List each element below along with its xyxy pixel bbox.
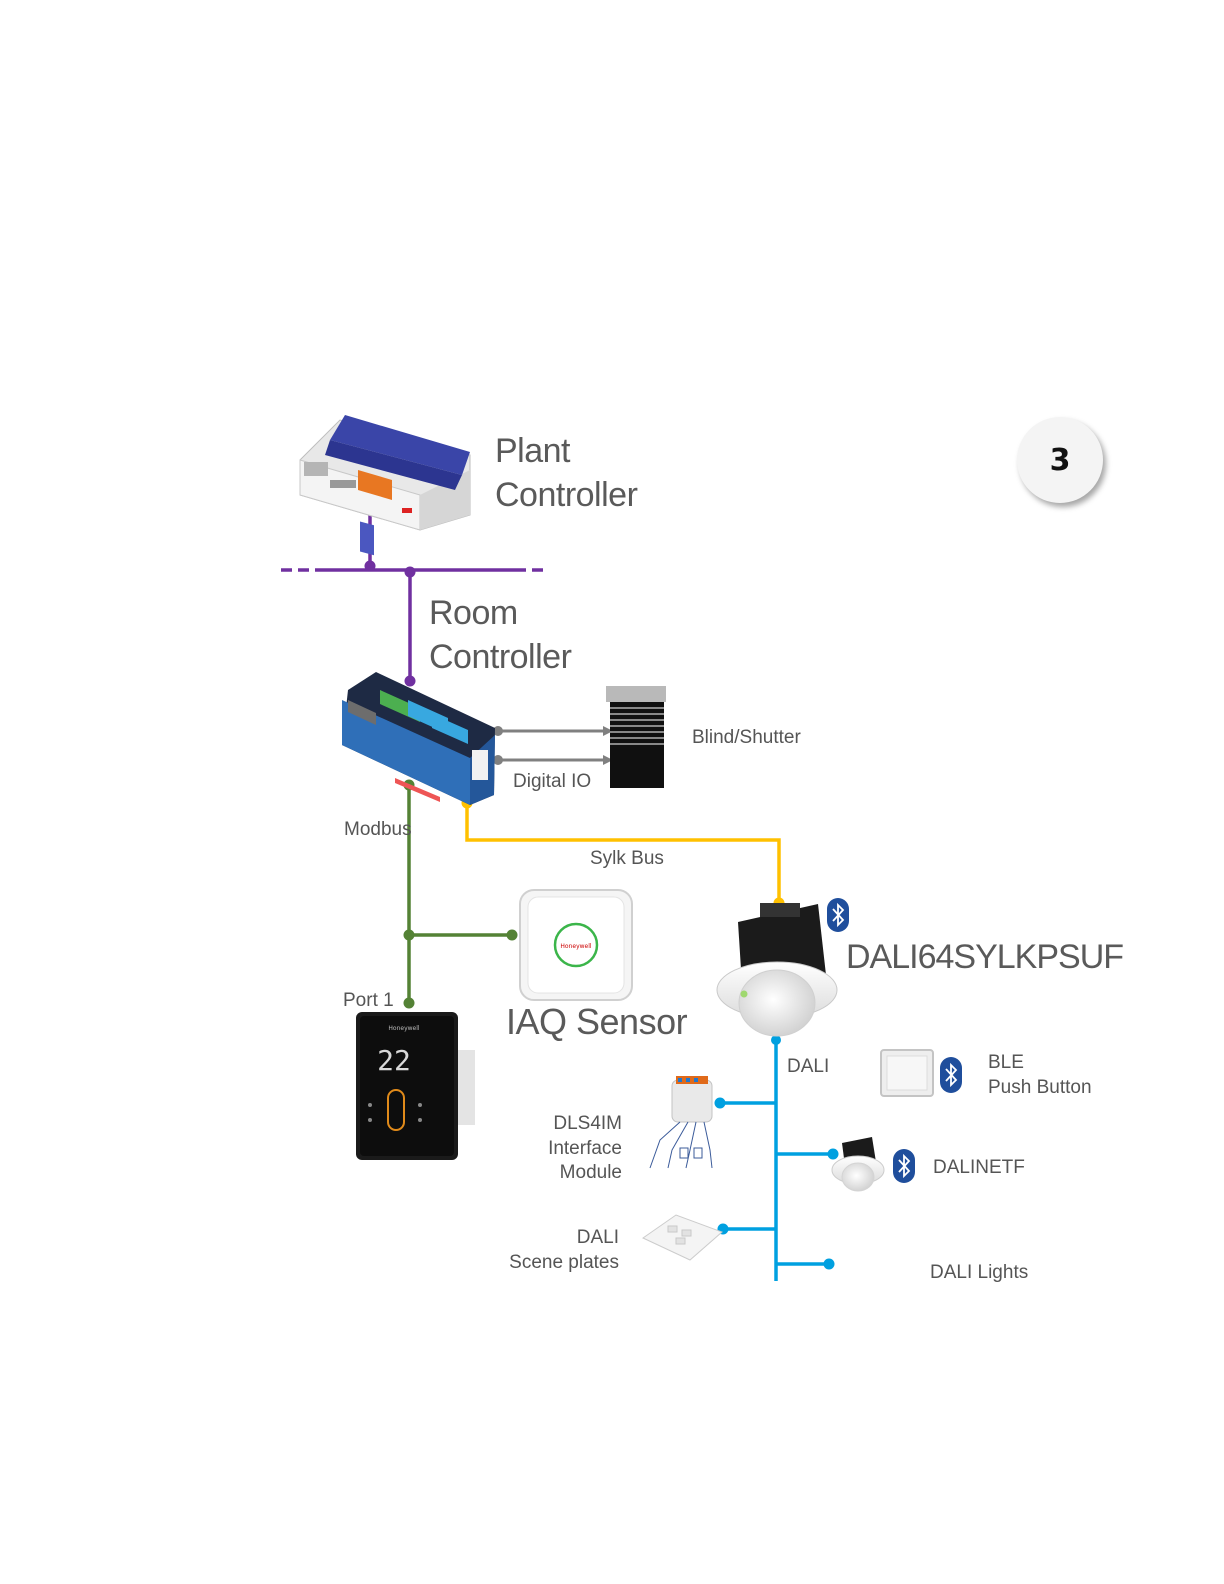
modbus-nodes	[404, 780, 518, 1009]
iaq-sensor-device: Honeywell	[520, 890, 632, 1000]
dalinetf-device	[832, 1137, 884, 1191]
thermostat-brand: Honeywell	[388, 1025, 419, 1032]
dali-lights-label: DALI Lights	[930, 1262, 1028, 1284]
blind-shutter-label: Blind/Shutter	[692, 727, 801, 749]
thermostat-display: 22	[377, 1044, 411, 1077]
bluetooth-icon	[827, 898, 849, 932]
iaq-brand: Honeywell	[560, 943, 591, 950]
dali64-sensor-device	[717, 903, 837, 1036]
port1-label: Port 1	[343, 990, 394, 1012]
dali-scene-plate-device	[643, 1215, 722, 1260]
room-controller-device	[342, 672, 495, 805]
plant-controller-label: Plant Controller	[495, 430, 637, 517]
bluetooth-icon	[940, 1057, 962, 1093]
dali-label: DALI	[787, 1056, 829, 1078]
dali-scene-plates-label: DALI Scene plates	[490, 1226, 619, 1275]
bluetooth-icon	[893, 1149, 915, 1183]
dls4im-device	[650, 1076, 712, 1168]
digital-io-wires	[493, 726, 613, 765]
modbus-wire	[409, 785, 512, 1003]
blind-shutter-device	[606, 686, 666, 788]
modbus-label: Modbus	[344, 819, 412, 841]
plant-controller-device	[300, 415, 470, 555]
dali64-label: DALI64SYLKPSUF	[846, 938, 1123, 977]
iaq-sensor-label: IAQ Sensor	[506, 1001, 687, 1042]
page-number-badge: 3	[1017, 417, 1103, 503]
digital-io-label: Digital IO	[513, 771, 591, 793]
ble-push-button-device	[881, 1050, 933, 1096]
room-controller-label: Room Controller	[429, 592, 571, 679]
dalinetf-label: DALINETF	[933, 1157, 1025, 1179]
sylk-bus-label: Sylk Bus	[590, 848, 664, 870]
dls4im-label: DLS4IM Interface Module	[520, 1112, 622, 1186]
ble-push-button-label: BLE Push Button	[988, 1051, 1092, 1100]
thermostat-device: Honeywell 22	[356, 1012, 475, 1160]
